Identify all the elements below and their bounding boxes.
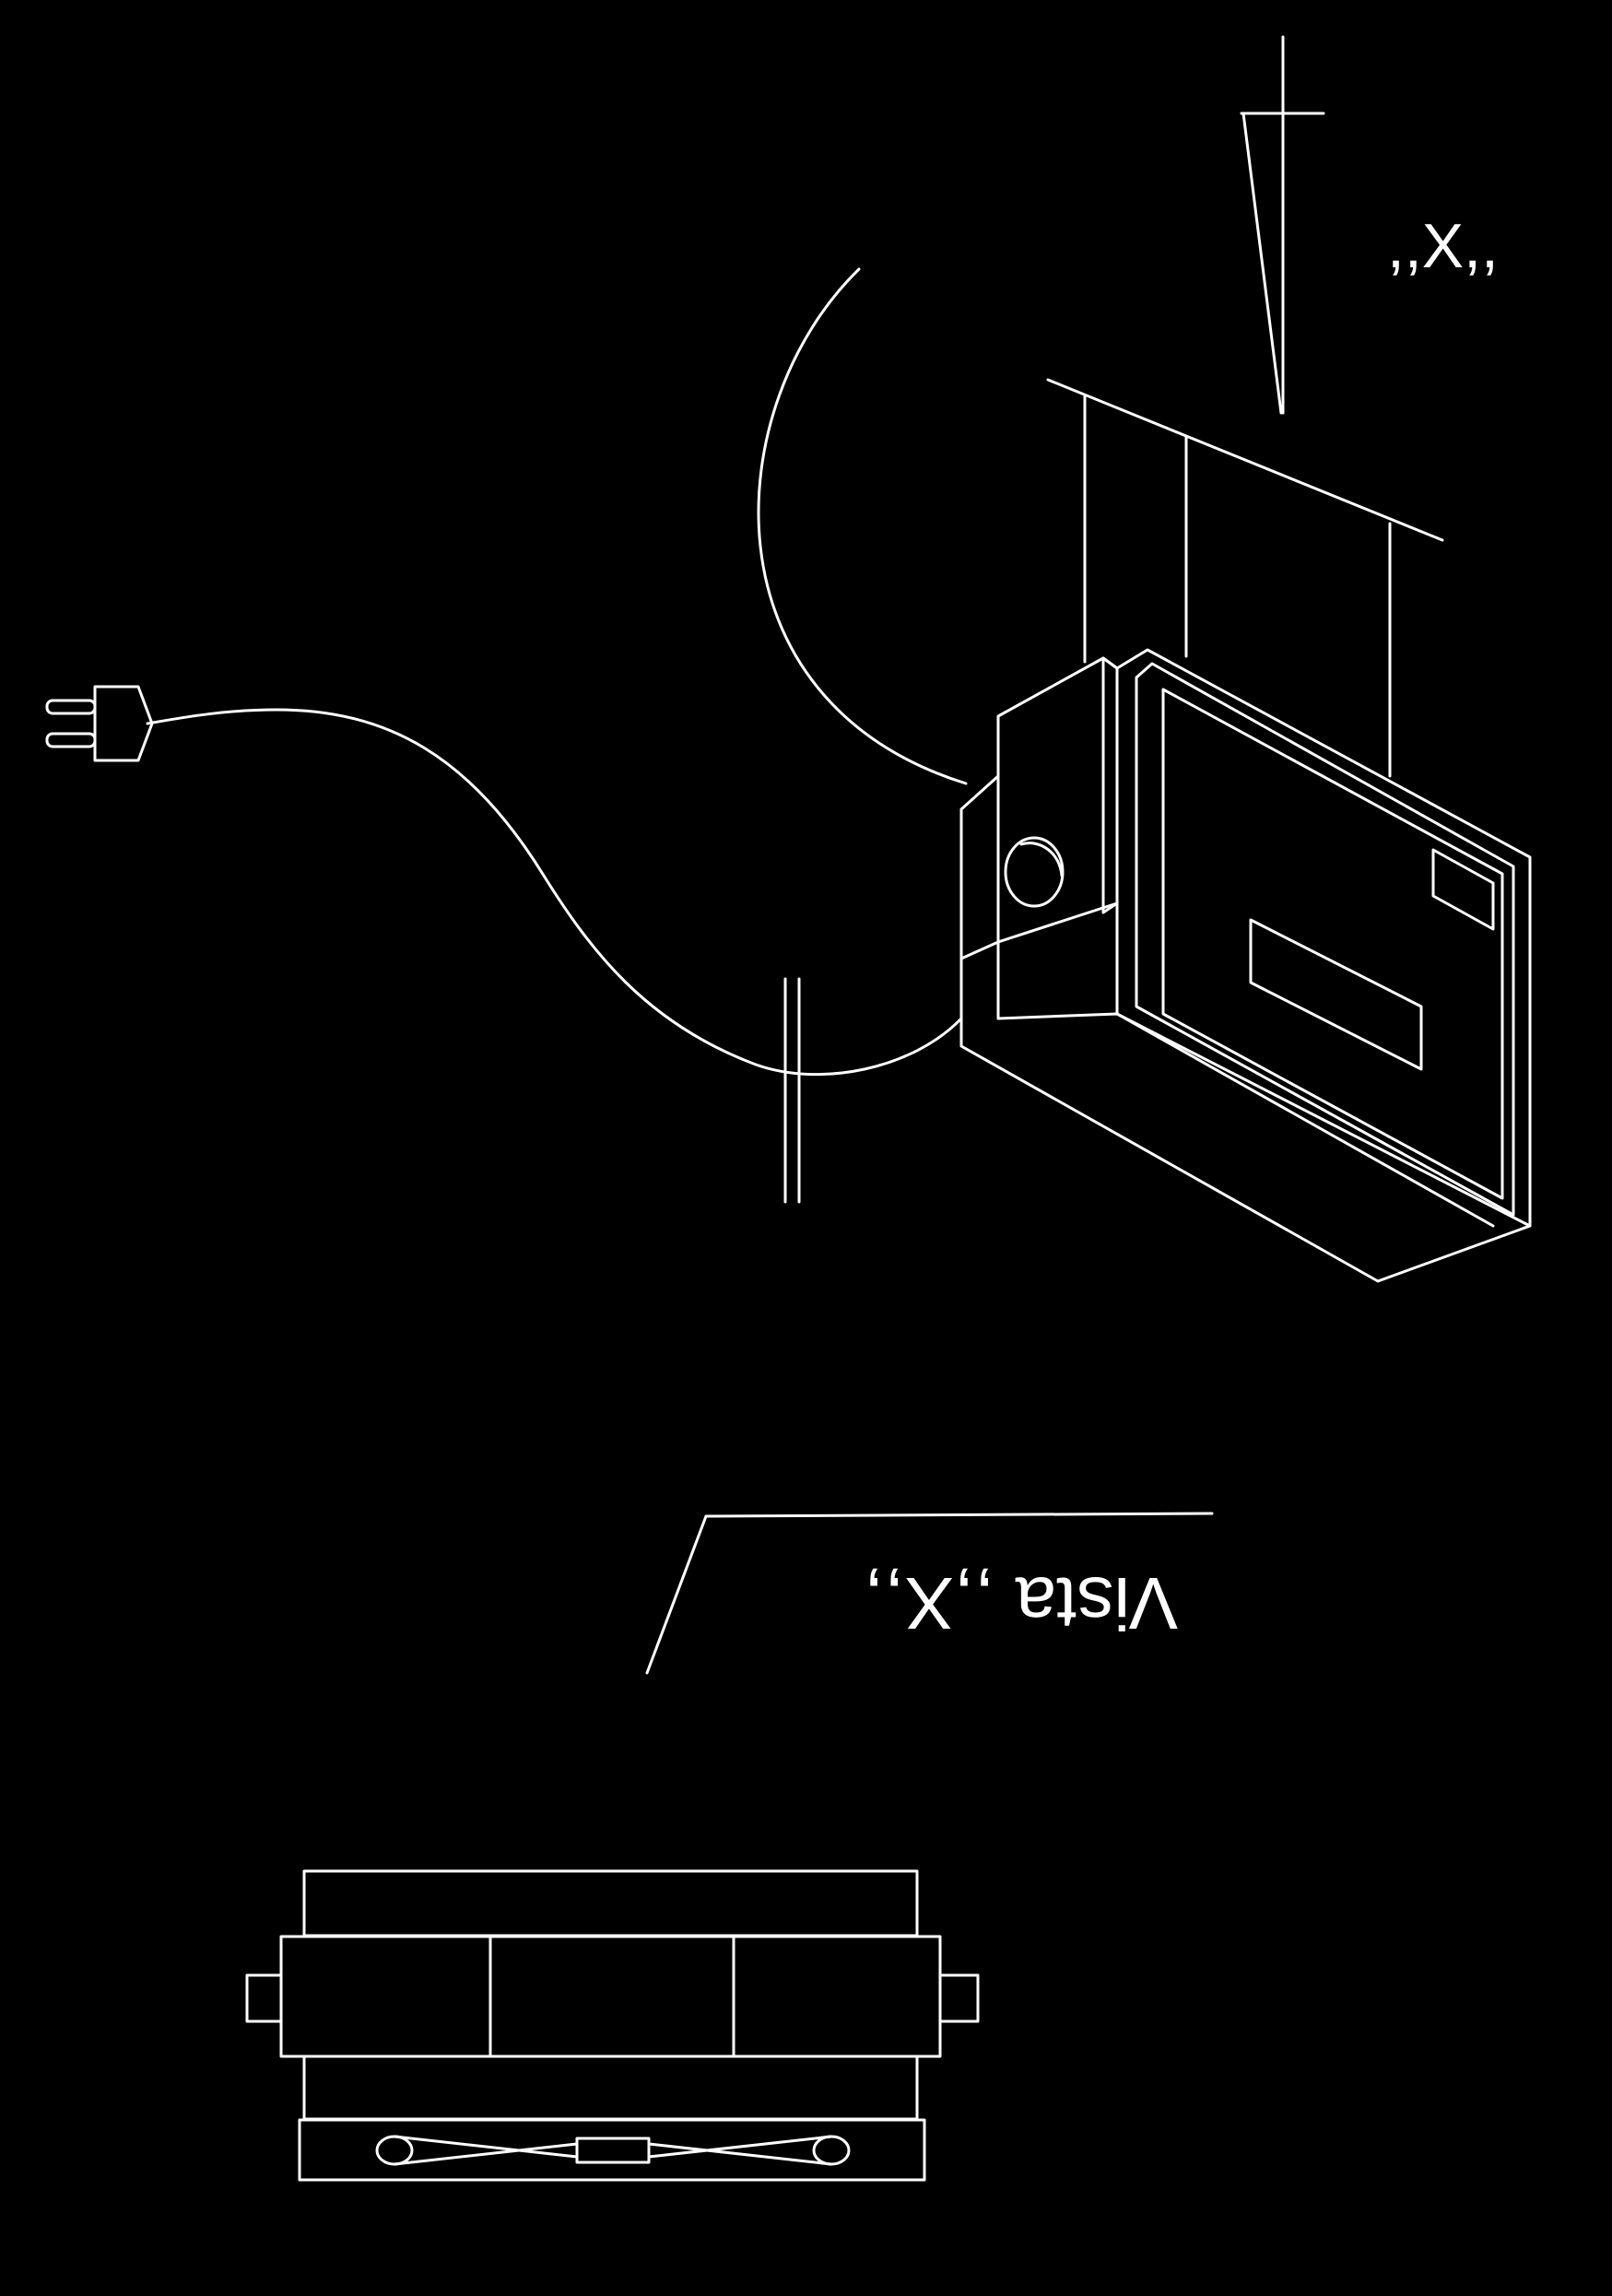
view-title: Vista ,,X,, bbox=[864, 1562, 1178, 1644]
display-window-large bbox=[1249, 918, 1423, 1071]
belt-drive bbox=[375, 2135, 851, 2166]
mounting-bracket bbox=[1046, 378, 1444, 778]
view-arrow-x bbox=[1240, 35, 1325, 415]
swing-arc bbox=[757, 267, 968, 785]
display-window-small bbox=[1431, 848, 1495, 931]
enclosure-box bbox=[959, 648, 1532, 1283]
plug-icon bbox=[45, 685, 154, 762]
knob bbox=[1004, 836, 1065, 908]
view-marker-label: ,,X,, bbox=[1387, 211, 1499, 281]
view-title-group: Vista ,,X,, bbox=[645, 1512, 1214, 1675]
cord-break-symbol bbox=[783, 977, 801, 1204]
bottom-view-x bbox=[245, 1869, 980, 2182]
power-cord bbox=[146, 708, 963, 1077]
